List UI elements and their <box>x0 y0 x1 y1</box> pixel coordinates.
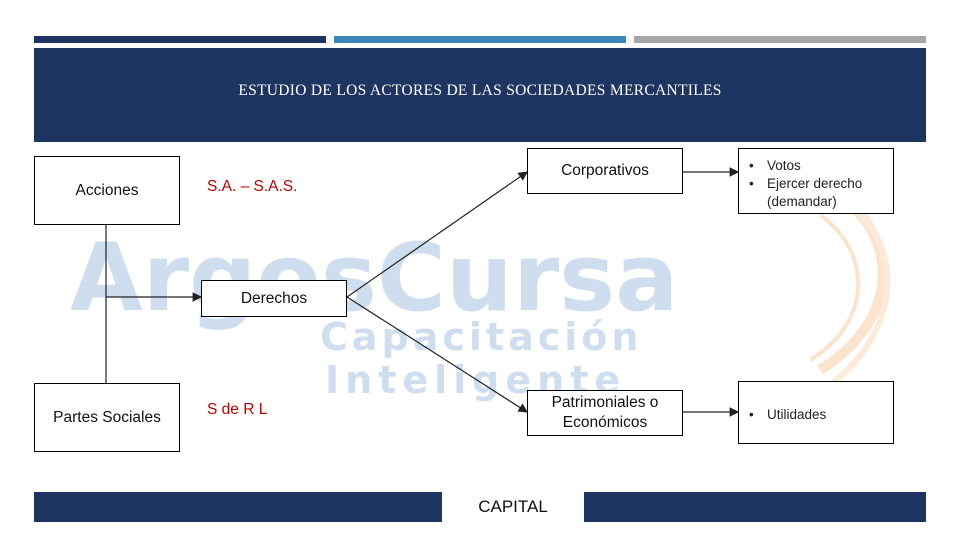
corporativos-label: Corporativos <box>561 162 649 179</box>
derechos-box: Derechos <box>201 280 347 317</box>
patrimoniales-label: Patrimoniales o Económicos <box>551 394 659 431</box>
slide-title: ESTUDIO DE LOS ACTORES DE LAS SOCIEDADES… <box>238 82 722 99</box>
list-item: •Votos <box>749 158 801 173</box>
patrimoniales-box: Patrimoniales o Económicos <box>527 390 683 436</box>
derechos-label: Derechos <box>240 289 308 307</box>
arrow-to-patrimoniales <box>346 296 529 413</box>
watermark-line1: Capacitación <box>320 315 642 359</box>
corporativos-list-box: •Votos •Ejercer derecho (demandar) <box>738 148 894 214</box>
corporativos-box: Corporativos <box>527 148 683 194</box>
acciones-label: Acciones <box>75 181 139 199</box>
list-item: •Ejercer derecho (demandar) <box>749 176 863 209</box>
top-bar-blue <box>334 36 626 43</box>
partes-sociales-label: Partes Sociales <box>53 408 161 426</box>
patrimoniales-list-box: •Utilidades <box>738 381 894 444</box>
list-item: •Utilidades <box>749 407 827 422</box>
sa-sas-label: S.A. – S.A.S. <box>207 178 298 195</box>
top-bar-dark <box>34 36 326 43</box>
footer-bar: CAPITAL <box>34 492 926 522</box>
capital-label: CAPITAL <box>442 492 584 522</box>
top-bar-gray <box>634 36 926 43</box>
acciones-box: Acciones <box>34 156 180 225</box>
slide-header: ESTUDIO DE LOS ACTORES DE LAS SOCIEDADES… <box>34 48 926 142</box>
partes-sociales-box: Partes Sociales <box>34 383 180 452</box>
arrow-to-corporativos <box>346 171 528 298</box>
sdrl-label: S de R L <box>207 401 268 418</box>
